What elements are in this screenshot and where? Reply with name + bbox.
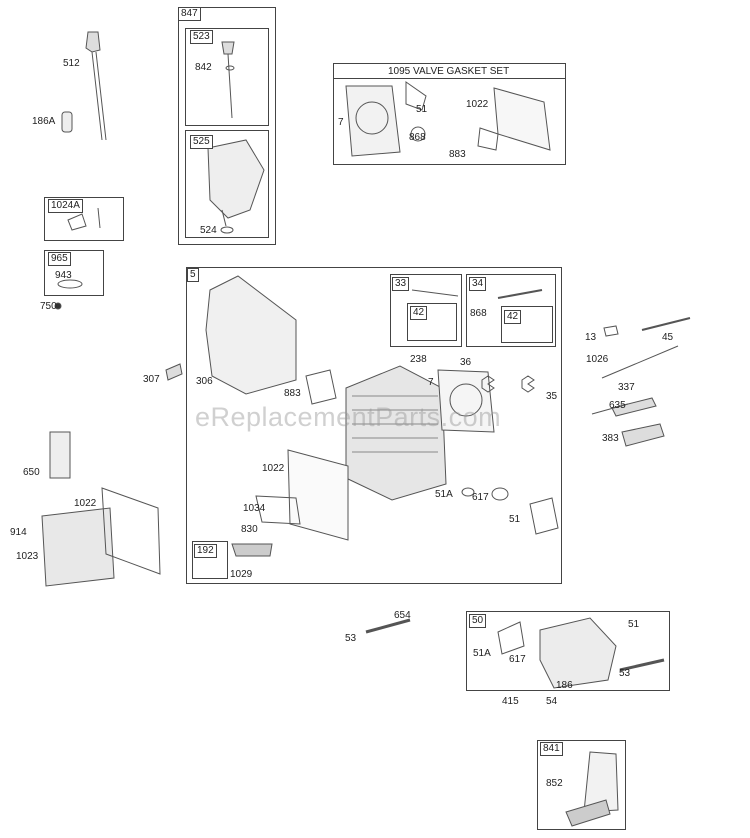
part-label[interactable]: 7 — [428, 377, 434, 388]
group-5-tag: 5 — [187, 268, 199, 282]
part-label[interactable]: 1022 — [262, 463, 285, 474]
part-label[interactable]: 868 — [409, 132, 426, 143]
part-label[interactable]: 1022 — [466, 99, 489, 110]
part-label[interactable]: 617 — [472, 492, 489, 503]
group-33-box — [390, 274, 462, 347]
part-label[interactable]: 45 — [662, 332, 674, 343]
part-label[interactable]: 1029 — [230, 569, 253, 580]
group-34-sub-tag: 42 — [504, 310, 522, 324]
part-label[interactable]: 238 — [410, 354, 427, 365]
part-label[interactable]: 852 — [546, 778, 563, 789]
part-label[interactable]: 1023 — [16, 551, 39, 562]
part-label[interactable]: 36 — [460, 357, 472, 368]
part-label[interactable]: 51 — [628, 619, 640, 630]
part-label[interactable]: 842 — [195, 62, 212, 73]
part-label[interactable]: 1034 — [243, 503, 266, 514]
part-label[interactable]: 617 — [509, 654, 526, 665]
group-841-box — [537, 740, 626, 830]
part-label[interactable]: 1022 — [74, 498, 97, 509]
group-34-sub-box — [501, 306, 553, 343]
part-label[interactable]: 524 — [200, 225, 217, 236]
group-1024a-box — [44, 197, 124, 241]
part-label[interactable]: 654 — [394, 610, 411, 621]
part-label[interactable]: 7 — [338, 117, 344, 128]
part-label[interactable]: 1026 — [586, 354, 609, 365]
part-label[interactable]: 883 — [449, 149, 466, 160]
part-label[interactable]: 830 — [241, 524, 258, 535]
part-label[interactable]: 943 — [55, 270, 72, 281]
part-label[interactable]: 512 — [63, 58, 80, 69]
group-33-tag: 33 — [392, 277, 410, 291]
part-label[interactable]: 51A — [435, 489, 453, 500]
group-523-box — [185, 28, 269, 126]
part-label[interactable]: 914 — [10, 527, 27, 538]
part-label[interactable]: 54 — [546, 696, 558, 707]
group-192-tag: 192 — [194, 544, 217, 558]
group-50-box — [466, 611, 670, 691]
group-5-box — [186, 267, 562, 584]
group-1095-title-bar — [333, 63, 566, 79]
part-label[interactable]: 415 — [502, 696, 519, 707]
part-label[interactable]: 635 — [609, 400, 626, 411]
part-label[interactable]: 383 — [602, 433, 619, 444]
group-525-box — [185, 130, 269, 238]
part-label[interactable]: 868 — [470, 308, 487, 319]
part-label[interactable]: 35 — [546, 391, 558, 402]
part-label[interactable]: 186 — [556, 680, 573, 691]
group-965-box — [44, 250, 104, 296]
watermark: eReplacementParts.com — [195, 402, 502, 432]
part-label[interactable]: 650 — [23, 467, 40, 478]
group-847-tag: 847 — [178, 7, 201, 21]
group-841-tag: 841 — [540, 742, 563, 756]
group-525-tag: 525 — [190, 135, 213, 149]
group-192-box — [192, 541, 228, 579]
part-label[interactable]: 51 — [416, 104, 428, 115]
group-847-box — [178, 7, 276, 245]
group-965-tag: 965 — [48, 252, 71, 266]
part-label[interactable]: 306 — [196, 376, 213, 387]
part-label[interactable]: 51 — [509, 514, 521, 525]
part-label[interactable]: 337 — [618, 382, 635, 393]
group-1024a-tag: 1024A — [48, 199, 83, 213]
part-label[interactable]: 51A — [473, 648, 491, 659]
part-label[interactable]: 750 — [40, 301, 57, 312]
part-label[interactable]: 53 — [345, 633, 357, 644]
group-1095-title: 1095 VALVE GASKET SET — [388, 66, 510, 77]
group-523-tag: 523 — [190, 30, 213, 44]
part-label[interactable]: 883 — [284, 388, 301, 399]
part-label[interactable]: 13 — [585, 332, 597, 343]
group-33-sub-tag: 42 — [410, 306, 428, 320]
group-34-tag: 34 — [469, 277, 487, 291]
part-label[interactable]: 307 — [143, 374, 160, 385]
group-50-tag: 50 — [469, 614, 487, 628]
group-33-sub-box — [407, 303, 457, 341]
group-34-box — [466, 274, 556, 347]
part-label[interactable]: 186A — [32, 116, 56, 127]
part-label[interactable]: 53 — [619, 668, 631, 679]
